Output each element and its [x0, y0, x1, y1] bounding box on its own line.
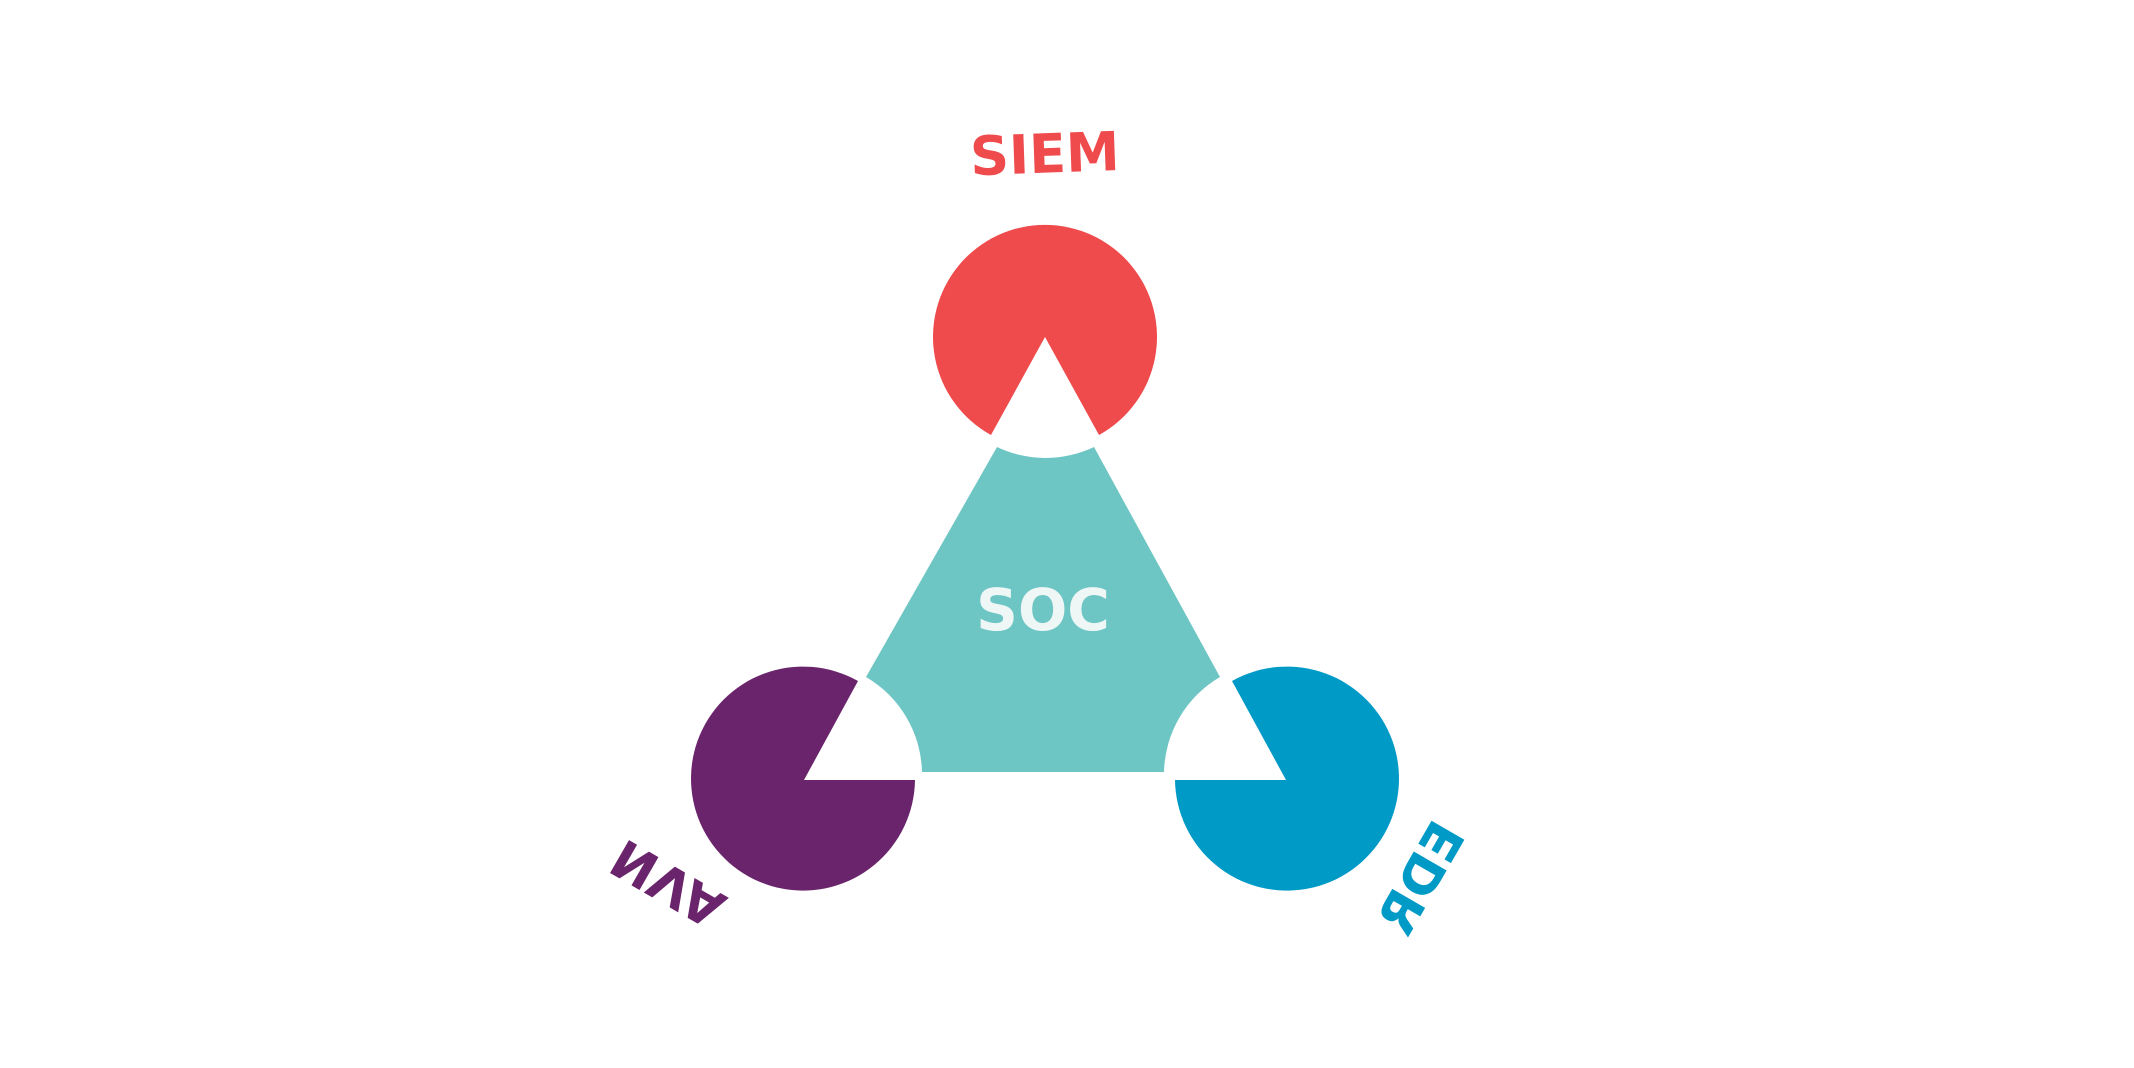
nva-node-circle [691, 666, 915, 891]
soc-label: SOC [976, 576, 1110, 644]
siem-label: SIEM [969, 120, 1121, 188]
edr-node-circle [1175, 666, 1399, 891]
siem-node-circle [933, 224, 1158, 435]
soc-triangle [866, 447, 1220, 772]
